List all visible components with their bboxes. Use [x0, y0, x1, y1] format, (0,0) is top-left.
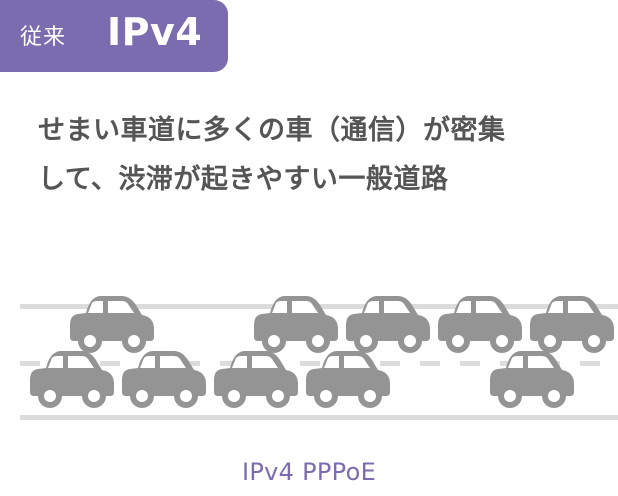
car-icon — [346, 296, 430, 353]
road-edge-bottom — [20, 415, 618, 420]
car-icon — [438, 296, 522, 353]
car-icon — [254, 296, 338, 353]
car-icon — [122, 351, 206, 408]
car-icon — [214, 351, 298, 408]
badge-main-label: IPv4 — [107, 10, 203, 54]
ipv4-badge: 従来 IPv4 — [0, 0, 228, 72]
car-icon — [530, 296, 614, 353]
description: せまい車道に多くの車（通信）が密集 して、渋滞が起きやすい一般道路 — [38, 106, 598, 204]
description-line-2: して、渋滞が起きやすい一般道路 — [38, 164, 449, 195]
badge-sub-label: 従来 — [20, 25, 67, 50]
road-center-dashed-line — [20, 361, 618, 366]
car-icon — [70, 296, 154, 353]
description-line-1: せまい車道に多くの車（通信）が密集 — [38, 115, 506, 146]
car-icon — [306, 351, 390, 408]
car-icon — [30, 351, 114, 408]
car-icon — [490, 351, 574, 408]
connection-type-caption: IPv4 PPPoE — [241, 458, 377, 486]
